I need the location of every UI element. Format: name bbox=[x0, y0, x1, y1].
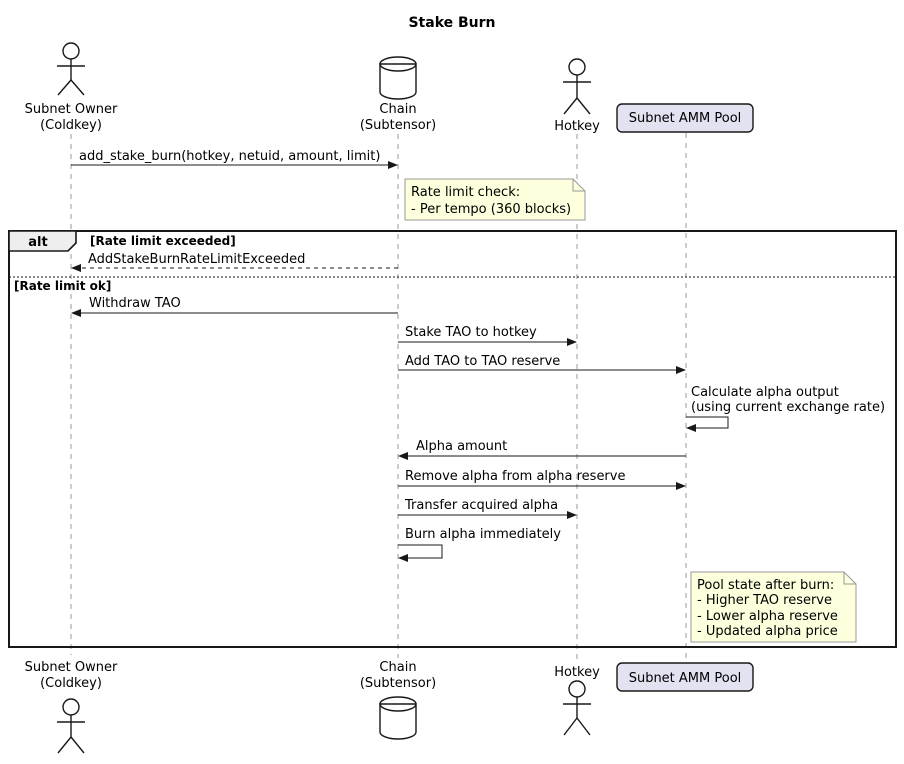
message-add-tao-reserve: Add TAO to TAO reserve bbox=[405, 354, 560, 369]
message-calc-alpha-line1: Calculate alpha output bbox=[691, 385, 839, 400]
message-withdraw-tao: Withdraw TAO bbox=[89, 296, 181, 311]
self-arrow-burn-alpha bbox=[398, 544, 443, 559]
hotkey-label: Hotkey bbox=[554, 119, 600, 134]
hotkey-actor-icon bbox=[563, 58, 591, 115]
message-calc-alpha-line2: (using current exchange rate) bbox=[691, 400, 885, 415]
alt-condition-exceeded: [Rate limit exceeded] bbox=[90, 234, 236, 248]
note-pool-state-line4: - Updated alpha price bbox=[697, 624, 838, 639]
message-add-stake-burn: add_stake_burn(hotkey, netuid, amount, l… bbox=[79, 149, 380, 164]
chain-label-bottom: Chain bbox=[379, 660, 416, 675]
hotkey-actor-icon-bottom bbox=[563, 680, 591, 736]
diagram-title: Stake Burn bbox=[408, 15, 495, 31]
subnet-owner-sublabel: (Coldkey) bbox=[40, 118, 102, 133]
arrowhead-withdraw-tao bbox=[71, 309, 81, 317]
arrowhead-add-tao-reserve bbox=[676, 366, 686, 374]
message-stake-tao: Stake TAO to hotkey bbox=[405, 325, 537, 340]
note-pool-state-line1: Pool state after burn: bbox=[697, 578, 834, 593]
arrowhead-add-stake-burn bbox=[388, 161, 398, 169]
subnet-owner-sublabel-bottom: (Coldkey) bbox=[40, 676, 102, 691]
arrowhead-remove-alpha bbox=[676, 482, 686, 490]
arrowhead-stake-tao bbox=[567, 338, 577, 346]
chain-database-icon-bottom bbox=[379, 696, 417, 740]
chain-sublabel-bottom: (Subtensor) bbox=[360, 676, 436, 691]
message-alpha-amount: Alpha amount bbox=[416, 439, 507, 454]
note-rate-limit: Rate limit check: - Per tempo (360 block… bbox=[404, 178, 586, 221]
chain-label: Chain bbox=[379, 102, 416, 117]
amm-pool-box-bottom bbox=[616, 662, 754, 692]
alt-frame bbox=[8, 230, 897, 648]
message-rate-limit-error: AddStakeBurnRateLimitExceeded bbox=[88, 252, 305, 267]
alt-frame-label-pentagon bbox=[8, 230, 77, 252]
self-arrow-calc-alpha bbox=[686, 416, 729, 429]
hotkey-label-bottom: Hotkey bbox=[554, 665, 600, 680]
note-pool-state-line2: - Higher TAO reserve bbox=[697, 593, 832, 608]
message-burn-alpha: Burn alpha immediately bbox=[405, 527, 561, 542]
amm-pool-label-bottom: Subnet AMM Pool bbox=[629, 671, 742, 686]
message-transfer-alpha: Transfer acquired alpha bbox=[404, 498, 558, 513]
message-remove-alpha: Remove alpha from alpha reserve bbox=[405, 469, 625, 484]
note-rate-limit-line1: Rate limit check: bbox=[411, 185, 520, 200]
chain-sublabel: (Subtensor) bbox=[360, 118, 436, 133]
arrowhead-burn-alpha bbox=[398, 554, 408, 562]
alt-operator-label: alt bbox=[28, 235, 47, 250]
subnet-owner-label: Subnet Owner bbox=[25, 102, 118, 117]
amm-pool-box bbox=[616, 103, 754, 133]
note-rate-limit-line2: - Per tempo (360 blocks) bbox=[411, 202, 571, 217]
subnet-owner-actor-icon-bottom bbox=[57, 698, 85, 754]
subnet-owner-label-bottom: Subnet Owner bbox=[25, 660, 118, 675]
note-pool-state-line3: - Lower alpha reserve bbox=[697, 609, 838, 624]
arrowhead-transfer-alpha bbox=[567, 511, 577, 519]
arrowhead-rate-limit-error bbox=[71, 264, 81, 272]
chain-database-icon bbox=[379, 56, 417, 100]
amm-pool-label: Subnet AMM Pool bbox=[629, 111, 742, 126]
alt-condition-ok: [Rate limit ok] bbox=[14, 279, 111, 293]
arrowhead-calc-alpha bbox=[686, 424, 696, 432]
arrowhead-alpha-amount bbox=[398, 452, 408, 460]
note-pool-state: Pool state after burn: - Higher TAO rese… bbox=[690, 571, 857, 643]
subnet-owner-actor-icon bbox=[57, 42, 85, 96]
